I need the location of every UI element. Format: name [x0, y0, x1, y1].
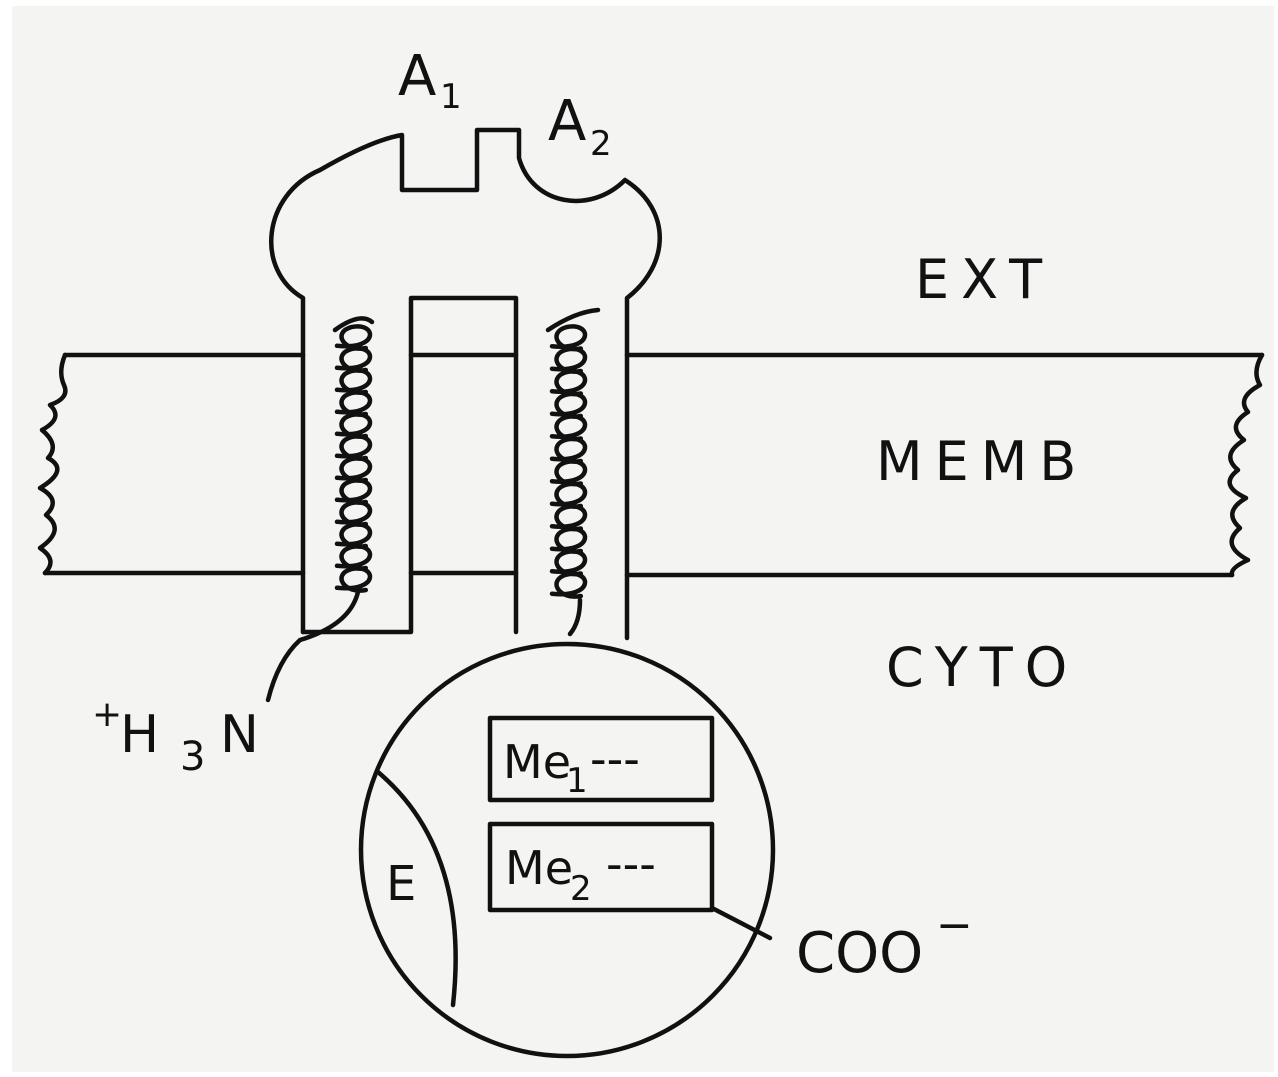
helix-turn: [334, 500, 373, 527]
helix-2: [545, 307, 601, 637]
label-ext: EXT: [915, 248, 1054, 311]
helix-turn: [549, 526, 588, 554]
helix-turn: [549, 504, 588, 532]
label-c-term-sup: −: [936, 900, 973, 951]
label-c-term: COO: [796, 921, 923, 986]
helix-turn: [334, 368, 373, 395]
helix-turn: [334, 412, 373, 439]
helix-turn: [334, 390, 373, 417]
label-me2: Me: [505, 841, 573, 895]
membrane-middle: [408, 352, 519, 576]
helix-turn: [334, 434, 373, 461]
label-a2: A: [548, 89, 586, 154]
helix-turn: [334, 566, 373, 593]
label-n-term-sub: 3: [180, 734, 205, 780]
helix-turn: [549, 459, 588, 487]
helix-turn: [549, 414, 588, 442]
helix-turn: [549, 346, 588, 374]
label-a1-sub: 1: [440, 77, 462, 117]
c-terminus-tail: [709, 905, 773, 941]
helix-turn: [334, 544, 373, 571]
me2-box: [487, 821, 715, 913]
label-n-term-n: N: [220, 705, 259, 765]
label-me2-sub: 2: [570, 869, 592, 909]
membrane-left: [37, 352, 306, 576]
label-n-term-h: H: [120, 705, 159, 765]
helix-turn: [549, 549, 588, 577]
label-a2-sub: 2: [590, 124, 612, 164]
helix-turn: [549, 481, 588, 509]
helix-turn: [549, 324, 588, 352]
helix-turn: [334, 478, 373, 505]
paper: [12, 6, 1274, 1072]
protein-outline: [269, 127, 662, 641]
helix-turn: [334, 456, 373, 483]
helix-turn: [334, 346, 373, 373]
helix-turn: [549, 436, 588, 464]
e-region-boundary: [375, 769, 458, 1008]
helix-turn: [549, 571, 588, 599]
tm-column-left-inner: [300, 295, 519, 635]
helix-turn: [549, 391, 588, 419]
label-n-term-plus: +: [92, 694, 122, 735]
helix-turn: [334, 324, 373, 351]
label-a1: A: [398, 44, 436, 109]
helix-turn: [549, 369, 588, 397]
label-me1-dashes: ---: [590, 732, 640, 786]
label-me1: Me: [503, 735, 571, 789]
label-me2-dashes: ---: [606, 837, 656, 891]
helix-turn: [334, 522, 373, 549]
label-me1-sub: 1: [566, 761, 588, 801]
label-cyto: CYTO: [886, 636, 1079, 699]
me1-box: [487, 715, 715, 803]
helix-1: [265, 316, 375, 703]
label-e: E: [386, 856, 416, 912]
cytoplasmic-domain: [358, 641, 776, 1059]
membrane-right: [624, 352, 1265, 578]
label-memb: MEMB: [876, 430, 1088, 493]
